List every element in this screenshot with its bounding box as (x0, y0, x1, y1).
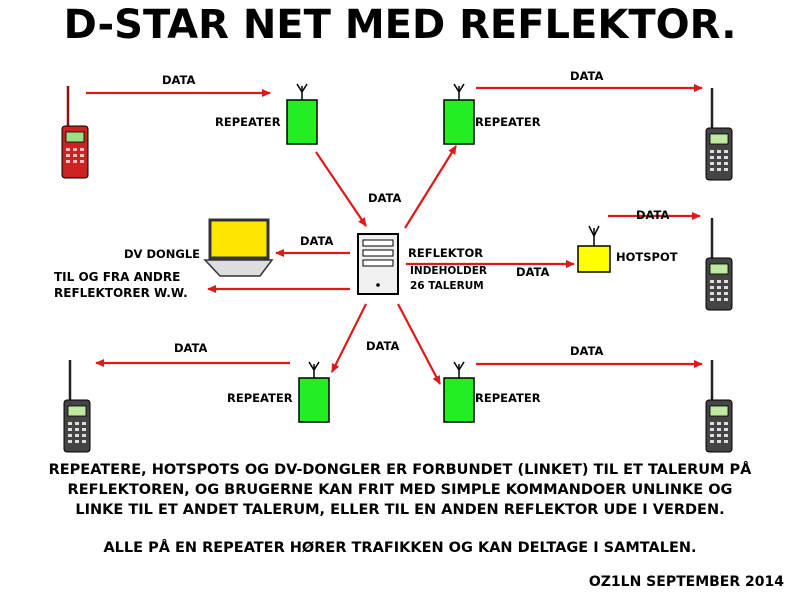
handheld-radio-icon (704, 216, 734, 312)
footer-credit: OZ1LN SEPTEMBER 2014 (588, 574, 784, 590)
data-label: DATA (636, 208, 670, 222)
handheld-radio-icon (704, 358, 734, 454)
data-label: DATA (162, 73, 196, 87)
reflector-sub-label: INDEHOLDER (410, 265, 487, 277)
handheld-radio-icon (61, 86, 89, 179)
other-reflectors-label: TIL OG FRA ANDRE (54, 270, 180, 284)
laptop-icon (203, 218, 274, 277)
repeater-icon (298, 361, 330, 423)
data-label: DATA (570, 344, 604, 358)
data-label: DATA (300, 234, 334, 248)
hotspot-label: HOTSPOT (616, 250, 678, 264)
handheld-radio-icon (704, 86, 734, 182)
data-label: DATA (366, 339, 400, 353)
data-label: DATA (516, 265, 550, 279)
handheld-radio-icon (62, 358, 92, 454)
description-paragraph: REPEATERE, HOTSPOTS OG DV-DONGLER ER FOR… (0, 460, 800, 520)
description-line: LINKE TIL ET ANDET TALERUM, ELLER TIL EN… (75, 502, 725, 518)
repeater-label: REPEATER (227, 391, 293, 405)
data-label: DATA (368, 191, 402, 205)
data-arrow (397, 303, 441, 385)
hotspot-icon (577, 225, 611, 273)
repeater-label: REPEATER (215, 115, 281, 129)
data-label: DATA (174, 341, 208, 355)
data-label: DATA (570, 69, 604, 83)
data-arrow (315, 151, 367, 227)
repeater-icon (443, 83, 475, 145)
repeater-icon (286, 83, 318, 145)
description-line: REPEATERE, HOTSPOTS OG DV-DONGLER ER FOR… (48, 462, 752, 478)
data-arrow (404, 145, 457, 229)
dv-dongle-label: DV DONGLE (124, 247, 200, 261)
description-line: REFLEKTOREN, OG BRUGERNE KAN FRIT MED SI… (67, 482, 733, 498)
repeater-label: REPEATER (475, 391, 541, 405)
other-reflectors-label: REFLEKTORER W.W. (54, 286, 188, 300)
note-text: ALLE PÅ EN REPEATER HØRER TRAFIKKEN OG K… (103, 540, 697, 556)
repeater-icon (443, 361, 475, 423)
repeater-label: REPEATER (475, 115, 541, 129)
reflector-network-diagram: DATA DATA DATA DATA DATA DATA DATA DATA … (54, 69, 734, 454)
reflector-server-icon (357, 233, 399, 295)
reflector-sub-label: 26 TALERUM (410, 280, 484, 292)
data-arrow (331, 303, 367, 373)
page-title: D-STAR NET MED REFLEKTOR. (63, 2, 737, 48)
reflector-label: REFLEKTOR (408, 246, 483, 260)
